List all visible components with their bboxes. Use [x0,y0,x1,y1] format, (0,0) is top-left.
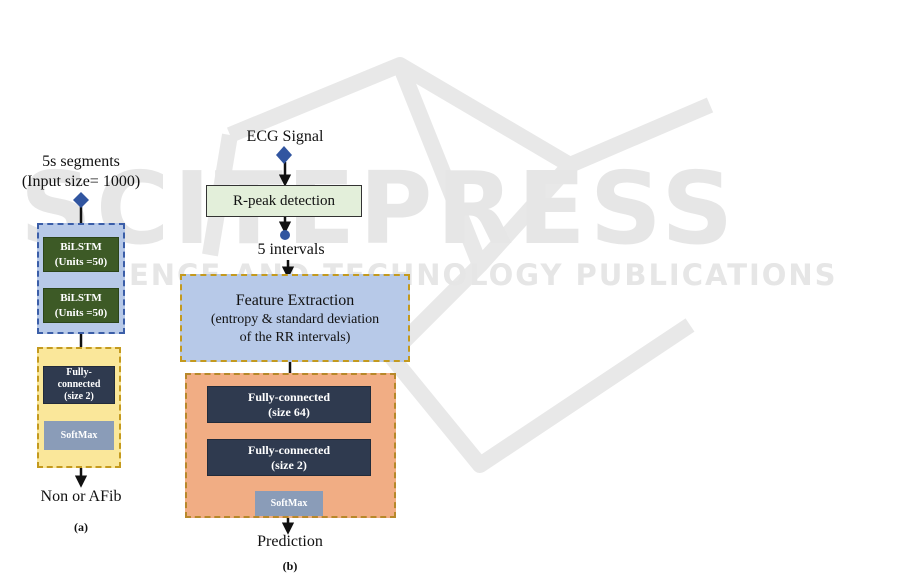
softmax-block-a: SoftMax [44,421,114,450]
input-diamond-a [73,192,89,208]
feature-extraction-detail-1: (entropy & standard deviation [210,311,380,327]
fc-a-line2: connected [57,379,101,390]
fc-a-line3: (size 2) [64,391,94,402]
bilstm-2-units: (Units =50) [54,306,108,319]
fully-connected-64-block: Fully-connected (size 64) [207,386,371,423]
input-size-text: (Input size= 1000) [21,173,141,190]
r-peak-label: R-peak detection [232,192,336,209]
bilstm-2-title: BiLSTM [60,291,102,304]
fc-2-title: Fully-connected [248,442,330,457]
fully-connected-block-a: Fully- connected (size 2) [43,366,115,404]
input-diamond-b [276,146,292,164]
bilstm-block-2: BiLSTM (Units =50) [43,288,119,323]
feature-extraction-block: Feature Extraction (entropy & standard d… [180,274,410,362]
softmax-a-label: SoftMax [60,430,98,441]
fully-connected-2-block: Fully-connected (size 2) [207,439,371,476]
caption-a: (a) [74,520,88,534]
panel-a-input-label: 5s segments (Input size= 1000) [20,152,142,192]
softmax-block-b: SoftMax [255,491,323,516]
input-segments-text: 5s segments [42,153,120,170]
bilstm-1-units: (Units =50) [54,255,108,268]
r-peak-detection-block: R-peak detection [206,185,362,217]
prediction-label: Prediction [257,533,323,550]
output-label-a: Non or AFib [40,488,122,505]
intervals-dot [280,230,290,240]
fc-64-title: Fully-connected [248,389,330,404]
feature-extraction-detail-2: of the RR intervals) [239,329,351,345]
softmax-b-label: SoftMax [270,498,308,509]
watermark-book-logo [202,57,714,473]
feature-extraction-title: Feature Extraction [235,291,355,309]
bilstm-1-title: BiLSTM [60,240,102,253]
fc-64-size: (size 64) [268,404,310,419]
intervals-label: 5 intervals [257,241,325,258]
ecg-signal-label: ECG Signal [246,128,324,145]
bilstm-block-1: BiLSTM (Units =50) [43,237,119,272]
fc-a-line1: Fully- [66,367,92,378]
fc-2-size: (size 2) [271,457,307,472]
caption-b: (b) [282,559,298,573]
